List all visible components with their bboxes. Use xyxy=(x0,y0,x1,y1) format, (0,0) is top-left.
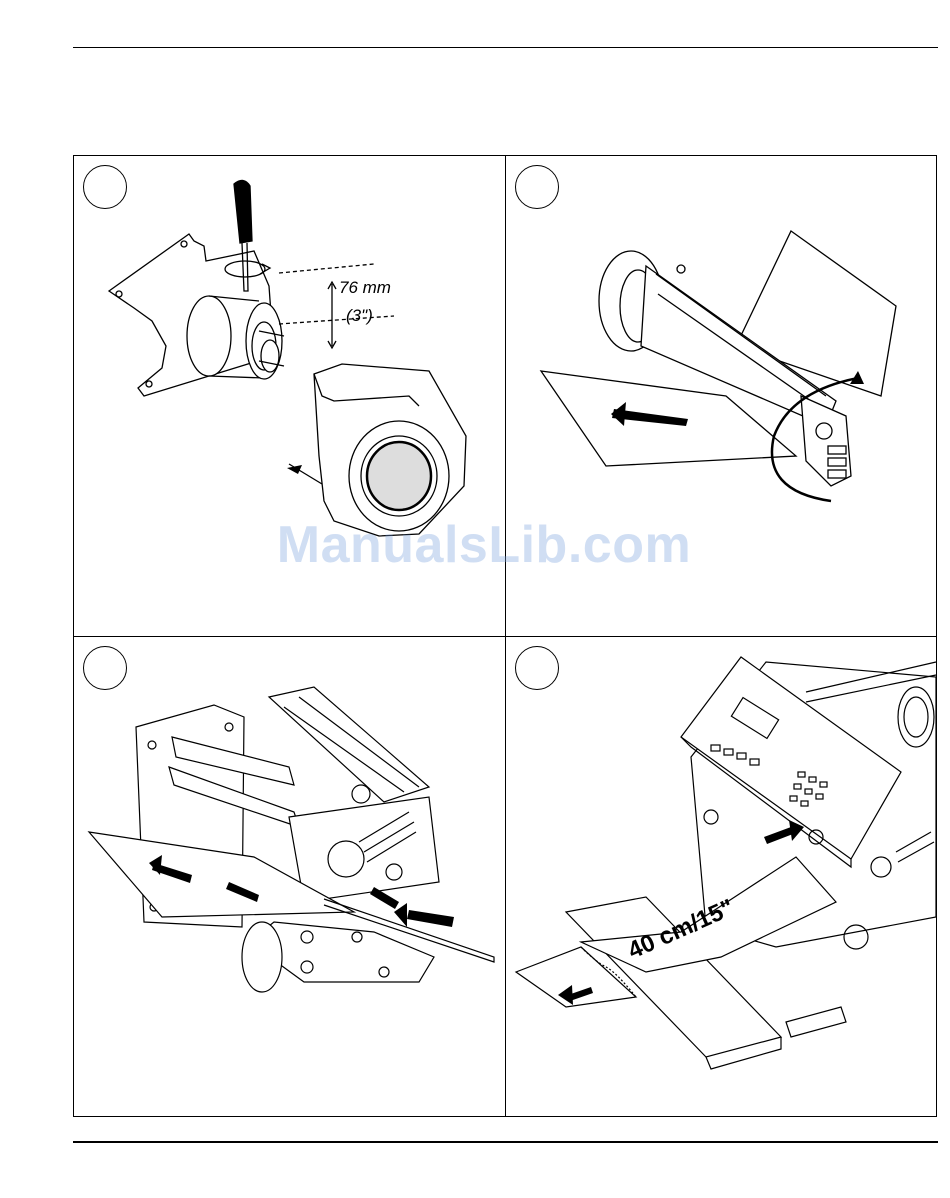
dimension-imperial: (3") xyxy=(346,306,373,326)
step-3-panel xyxy=(74,637,505,1117)
core-adapter-illustration xyxy=(74,156,505,636)
print-mechanism-illustration xyxy=(74,637,505,1117)
step-1-panel: 76 mm (3") xyxy=(74,156,505,636)
step-4-panel: 40 cm/15" xyxy=(506,637,937,1117)
footer-rule xyxy=(73,1141,938,1143)
roll-hub-illustration xyxy=(506,156,937,636)
printer-front-illustration xyxy=(506,637,937,1117)
illustration-grid: 76 mm (3") xyxy=(73,155,937,1117)
step-2-panel xyxy=(506,156,937,636)
header-rule xyxy=(73,47,938,48)
dimension-metric: 76 mm xyxy=(339,278,391,298)
